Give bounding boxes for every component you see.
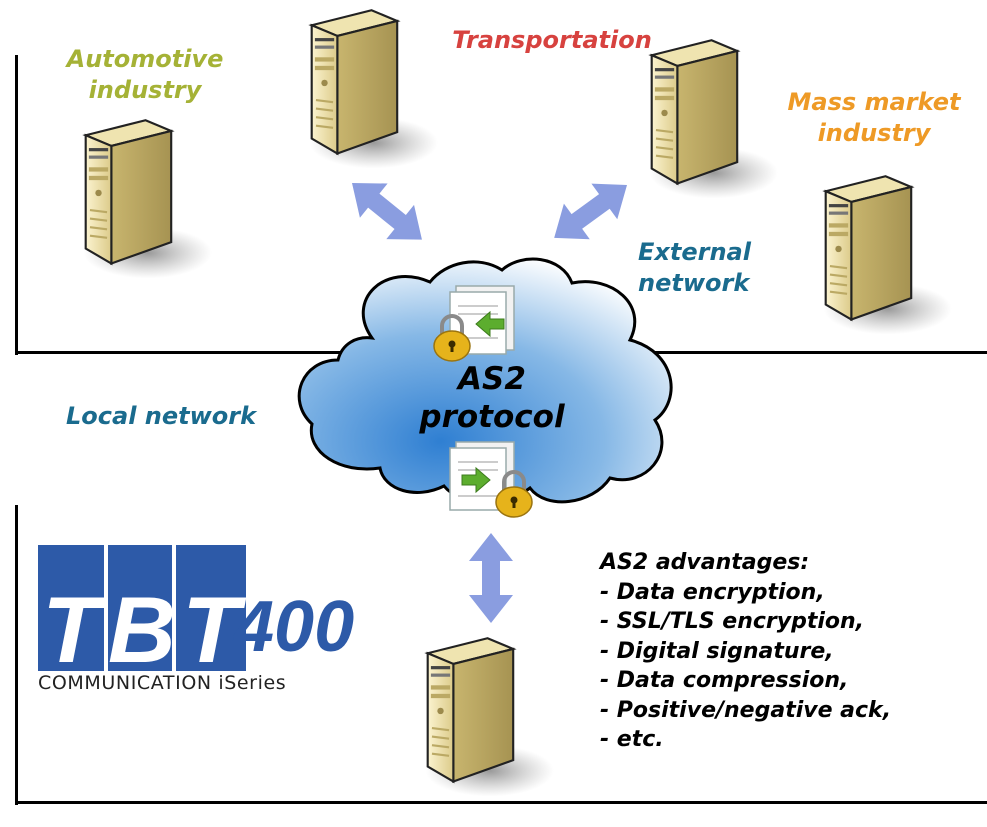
logo-letter-t1: T: [42, 577, 100, 682]
advantage-item: - Data compression,: [600, 668, 849, 693]
label-automotive-line1: Automotive: [66, 45, 224, 73]
local-network-bottom-border: [15, 801, 987, 804]
server-automotive: [62, 116, 212, 287]
advantage-item: - Data encryption,: [600, 579, 825, 605]
label-automotive-industry: Automotive industry: [50, 44, 240, 106]
logo-number: 400: [234, 587, 355, 667]
secure-document-send-icon: [433, 285, 515, 362]
external-network-bottom-border-left: [15, 351, 345, 354]
label-external-network-line2: network: [638, 269, 750, 297]
logo-subtitle: COMMUNICATION iSeries: [38, 672, 287, 694]
secure-document-receive-icon: [449, 441, 533, 518]
server-transportation: [288, 6, 438, 177]
advantage-item: - Digital signature,: [600, 638, 834, 664]
logo-tile-t2: T: [176, 545, 246, 677]
advantage-item: - Positive/negative ack,: [600, 697, 892, 723]
advantage-item: - etc.: [600, 727, 664, 752]
as2-protocol-line2: protocol: [419, 399, 565, 435]
server-mass-market-bottom: [802, 172, 952, 343]
local-network-left-border: [15, 505, 18, 805]
label-external-network-line1: External: [638, 238, 751, 266]
advantage-item: - SSL/TLS encryption,: [600, 609, 865, 634]
logo-letter-t2: T: [182, 577, 240, 682]
label-automotive-line2: industry: [88, 76, 202, 104]
as2-protocol-line1: AS2: [458, 361, 526, 397]
label-mass-market-industry: Mass market industry: [766, 87, 982, 149]
server-local: [404, 634, 554, 805]
external-network-bottom-border-right: [632, 351, 987, 354]
tbt400-logo: T B T 400 COMMUNICATION iSeries: [38, 545, 358, 705]
advantages-heading: AS2 advantages:: [600, 550, 810, 575]
logo-letter-b: B: [108, 577, 176, 682]
logo-tile-b: B: [108, 545, 176, 677]
label-mass-market-line1: Mass market: [787, 88, 961, 116]
server-mass-market-top: [628, 36, 778, 207]
as2-protocol-title: AS2 protocol: [380, 360, 604, 436]
external-network-left-border: [15, 55, 18, 355]
label-mass-market-line2: industry: [817, 119, 931, 147]
logo-tile-t1: T: [38, 545, 104, 677]
label-local-network: Local network: [66, 402, 257, 430]
label-transportation: Transportation: [452, 26, 652, 54]
label-external-network: External network: [638, 237, 751, 299]
as2-advantages-list: AS2 advantages: - Data encryption, - SSL…: [600, 548, 891, 755]
